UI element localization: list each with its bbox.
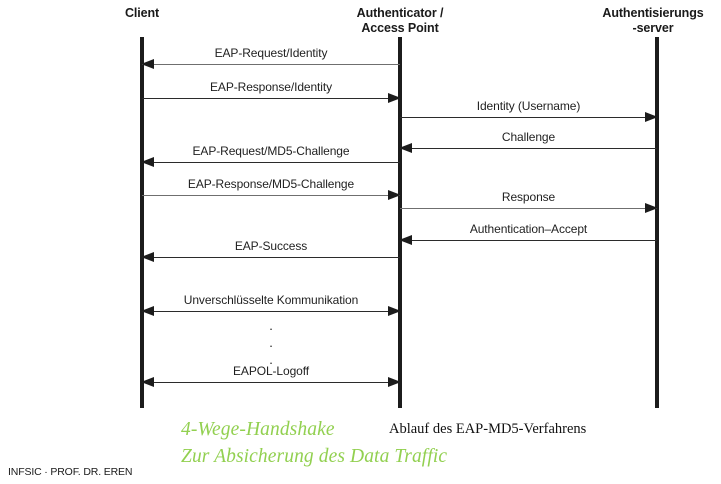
arrowhead-right-icon [645,111,658,122]
participant-header-client: Client [124,6,160,20]
continuation-dots: · · · [142,320,400,371]
arrowhead-right-icon [645,202,658,213]
arrowhead-left-icon [141,305,154,316]
message-label: Unverschlüsselte Kommunikation [183,293,359,307]
message-shaft [142,64,400,66]
participant-header-authenticator: Authenticator / Access Point [356,6,444,35]
message-label: EAP-Success [234,239,308,253]
message-shaft [400,148,657,150]
arrowhead-right-icon [388,189,401,200]
message-shaft [142,257,400,259]
message-label: EAP-Request/MD5-Challenge [192,144,350,158]
continuation-dot: · [268,355,274,370]
message-label: Authentication–Accept [469,222,588,236]
message-shaft [142,162,400,164]
caption-green-line2: Zur Absicherung des Data Traffic [181,446,448,467]
continuation-dot: · [268,321,274,336]
footer-credit: INFSIC · PROF. DR. EREN [8,466,133,478]
message-label: Identity (Username) [476,99,581,113]
message-label: Challenge [501,130,556,144]
arrowhead-left-icon [141,58,154,69]
lifeline-auth-server [655,37,659,408]
caption-diagram-title: Ablauf des EAP-MD5-Verfahrens [389,421,587,437]
arrowhead-left-icon [141,251,154,262]
message-label: EAP-Request/Identity [214,46,328,60]
arrowhead-right-icon [388,92,401,103]
message-shaft [142,98,400,100]
arrowhead-left-icon [399,234,412,245]
message-shaft [400,208,657,210]
message-label: Response [501,190,556,204]
arrowhead-left-icon [399,142,412,153]
lifeline-authenticator [398,37,402,408]
message-label: EAP-Response/Identity [210,80,332,94]
message-shaft [142,195,400,197]
continuation-dot: · [268,338,274,353]
caption-green-line1: 4-Wege-Handshake [181,419,335,440]
arrowhead-left-icon [141,376,154,387]
lifeline-client [140,37,144,408]
arrowhead-right-icon [388,376,401,387]
message-label: EAP-Response/MD5-Challenge [187,177,355,191]
message-shaft [142,382,400,384]
message-shaft [400,117,657,119]
arrowhead-left-icon [141,156,154,167]
participant-header-auth-server: Authentisierungs -server [602,6,704,35]
message-shaft [142,311,400,313]
arrowhead-right-icon [388,305,401,316]
message-shaft [400,240,657,242]
message-label: EAPOL-Logoff [233,364,309,378]
